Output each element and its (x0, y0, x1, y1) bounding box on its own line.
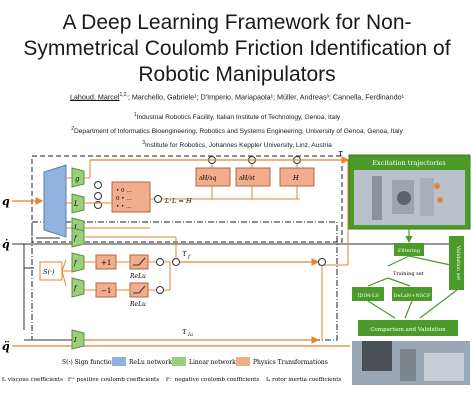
minus-one-label: −1 (101, 287, 111, 295)
validation-set-box (449, 236, 464, 290)
tau-f-sum-node (172, 258, 180, 266)
legend-linear-label: Linear network (189, 359, 236, 366)
comparison-label: Comparison and Validation (370, 327, 446, 333)
mult-node-relu-2 (156, 286, 164, 294)
net-lo-label: L (73, 224, 79, 232)
upper-dashed-box (31, 155, 343, 243)
tau-f-sub: f (187, 254, 191, 260)
legend-relu-label: ReLu network (129, 359, 172, 366)
legend-linear-swatch (172, 357, 186, 366)
relu-label-1: ReLu (129, 273, 146, 280)
net-ld (71, 193, 85, 214)
tau-ia-label: τ (182, 327, 187, 336)
dh-dq-block (195, 167, 231, 187)
affiliation-3: 3Institute for Robotics, Johannes Kepple… (142, 140, 332, 150)
llt-label: LᵀL = H (164, 197, 192, 205)
relu-block-2 (129, 282, 149, 298)
first-author: Lahoud, Marcel (69, 92, 120, 102)
tau-ia-sub: Ia (187, 332, 193, 338)
final-sum-node (318, 258, 326, 266)
delan-label: DeLaN+NSCF (394, 293, 431, 299)
net-fcm-label: f (73, 284, 78, 292)
net-ia (71, 329, 85, 350)
tau-label: τ (338, 149, 344, 159)
matrix-row-2: 0 • … (116, 196, 132, 202)
matrix-row-1: • 0 … (116, 188, 132, 194)
matrix-row-3: • • … (116, 204, 132, 210)
net-fc-minus (71, 277, 85, 298)
linear-outputs-lower: f f f I (71, 227, 85, 350)
title-line-3: Robotic Manipulators (138, 63, 336, 86)
title-line-2: Symmetrical Coulomb Friction Identificat… (23, 37, 451, 60)
multiply-node-1 (94, 181, 102, 189)
legend-physics-label: Physics Transformations (253, 359, 328, 366)
linear-outputs-upper: g L L (71, 167, 85, 238)
mult-node-relu-1 (156, 258, 164, 266)
relu-network-block (43, 164, 67, 238)
idim-box (352, 287, 384, 301)
input-q: q (2, 195, 10, 208)
net-g-label: g (75, 175, 80, 183)
input-qddot: q̈ (2, 340, 10, 353)
delan-box (392, 287, 432, 301)
legend-fc-plus: fᶜ⁺ positive coulomb coefficients (68, 376, 159, 383)
legend-sign-function: S(·) Sign function (62, 359, 116, 366)
legend-relu-swatch (112, 357, 126, 366)
legend-fv: fᵥ viscous coefficients (2, 377, 63, 383)
net-g (71, 167, 85, 188)
dh-dt-block (235, 167, 271, 187)
first-author-sup: 1,2, (119, 92, 128, 98)
affiliation-2: 2Department of Informatics Bioengineerin… (71, 126, 403, 136)
affiliation-1: 1Industrial Robotics Facility, Italian I… (133, 112, 341, 122)
relu-block-1 (129, 254, 149, 270)
tau-f-label: τ (182, 249, 187, 258)
input-qdot: q̇ (2, 238, 10, 251)
author-list: Lahoud, Marcel1,2,; Marchello, Gabriele¹… (0, 92, 474, 101)
matrix-block (111, 181, 151, 213)
net-fv-label: f (73, 234, 78, 242)
net-ia-label: I (73, 336, 77, 344)
plus-one-label: +1 (101, 259, 111, 267)
legend-ia: Iₐ rotor inertia coefficients (266, 377, 341, 383)
dh-dq-label: ∂H/∂q (199, 175, 216, 182)
training-set-label: Training set (393, 271, 424, 277)
idim-label: IDIM-LS (357, 293, 379, 299)
net-fc-plus (71, 252, 85, 273)
title-line-1: A Deep Learning Framework for Non- (62, 11, 412, 34)
filtering-label: Filtering (398, 248, 421, 254)
validation-set-label: Validation set (455, 245, 461, 280)
sign-label: S(·) (43, 268, 55, 276)
sum-node-2 (154, 195, 162, 203)
legend-fc-minus: fᶜ⁻ negative coulomb coefficients (166, 377, 259, 383)
net-fcp-label: f (73, 259, 78, 267)
filtering-box (394, 243, 424, 256)
legend-physics-swatch (236, 357, 250, 366)
multiply-node-2 (94, 192, 102, 200)
relu-label-2: ReLu (129, 301, 146, 308)
h-block-label: H (292, 174, 299, 182)
dh-dt-label: ∂H/∂t (239, 175, 255, 182)
excitation-header: Excitation trajectories (372, 159, 445, 167)
net-ld-label: L (73, 200, 79, 208)
comparison-box (358, 320, 458, 336)
net-fv (71, 227, 85, 248)
other-authors: ; Marchello, Gabriele¹; D'Imperio, Maria… (127, 92, 405, 102)
